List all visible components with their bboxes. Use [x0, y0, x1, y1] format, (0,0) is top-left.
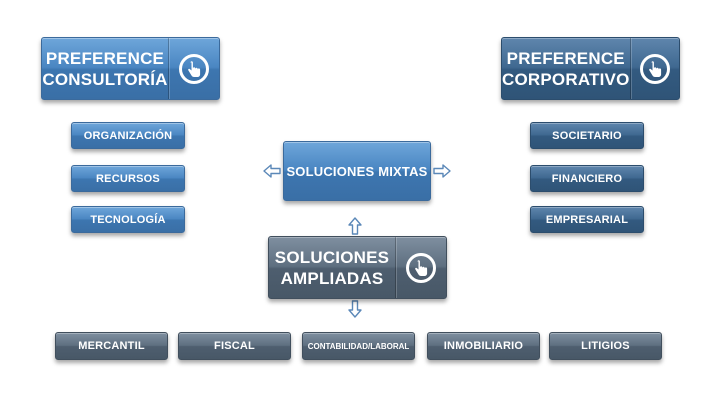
- hand-pointer-icon-cell: [629, 38, 679, 99]
- preference-corporativo-button[interactable]: PREFERENCE CORPORATIVO: [501, 37, 680, 100]
- arrow-left-icon: [263, 164, 281, 178]
- preference-consultoria-label: PREFERENCE CONSULTORÍA: [42, 48, 168, 89]
- arrow-down-icon: [348, 300, 362, 318]
- organizacion-button[interactable]: ORGANIZACIÓN: [71, 122, 185, 149]
- contabilidad-laboral-button[interactable]: CONTABILIDAD/LABORAL: [302, 332, 415, 360]
- societario-button[interactable]: SOCIETARIO: [530, 122, 644, 149]
- hand-pointer-icon: [639, 53, 670, 84]
- hand-pointer-icon: [406, 252, 436, 283]
- inmobiliario-button[interactable]: INMOBILIARIO: [427, 332, 540, 360]
- recursos-button[interactable]: RECURSOS: [71, 165, 185, 192]
- tecnologia-button[interactable]: TECNOLOGÍA: [71, 206, 185, 233]
- soluciones-ampliadas-label: SOLUCIONES AMPLIADAS: [274, 247, 390, 288]
- arrow-right-icon: [433, 164, 451, 178]
- soluciones-mixtas-button[interactable]: SOLUCIONES MIXTAS: [283, 141, 431, 201]
- empresarial-button[interactable]: EMPRESARIAL: [530, 206, 644, 233]
- mercantil-button[interactable]: MERCANTIL: [55, 332, 168, 360]
- preference-corporativo-label: PREFERENCE CORPORATIVO: [502, 48, 630, 89]
- arrow-up-icon: [348, 217, 362, 235]
- financiero-button[interactable]: FINANCIERO: [530, 165, 644, 192]
- hand-pointer-icon-cell: [395, 237, 446, 298]
- fiscal-button[interactable]: FISCAL: [178, 332, 291, 360]
- preference-consultoria-button[interactable]: PREFERENCE CONSULTORÍA: [41, 37, 220, 100]
- soluciones-ampliadas-button[interactable]: SOLUCIONES AMPLIADAS: [268, 236, 447, 299]
- hand-pointer-icon-cell: [168, 38, 219, 99]
- litigios-button[interactable]: LITIGIOS: [549, 332, 662, 360]
- hand-pointer-icon: [179, 53, 209, 84]
